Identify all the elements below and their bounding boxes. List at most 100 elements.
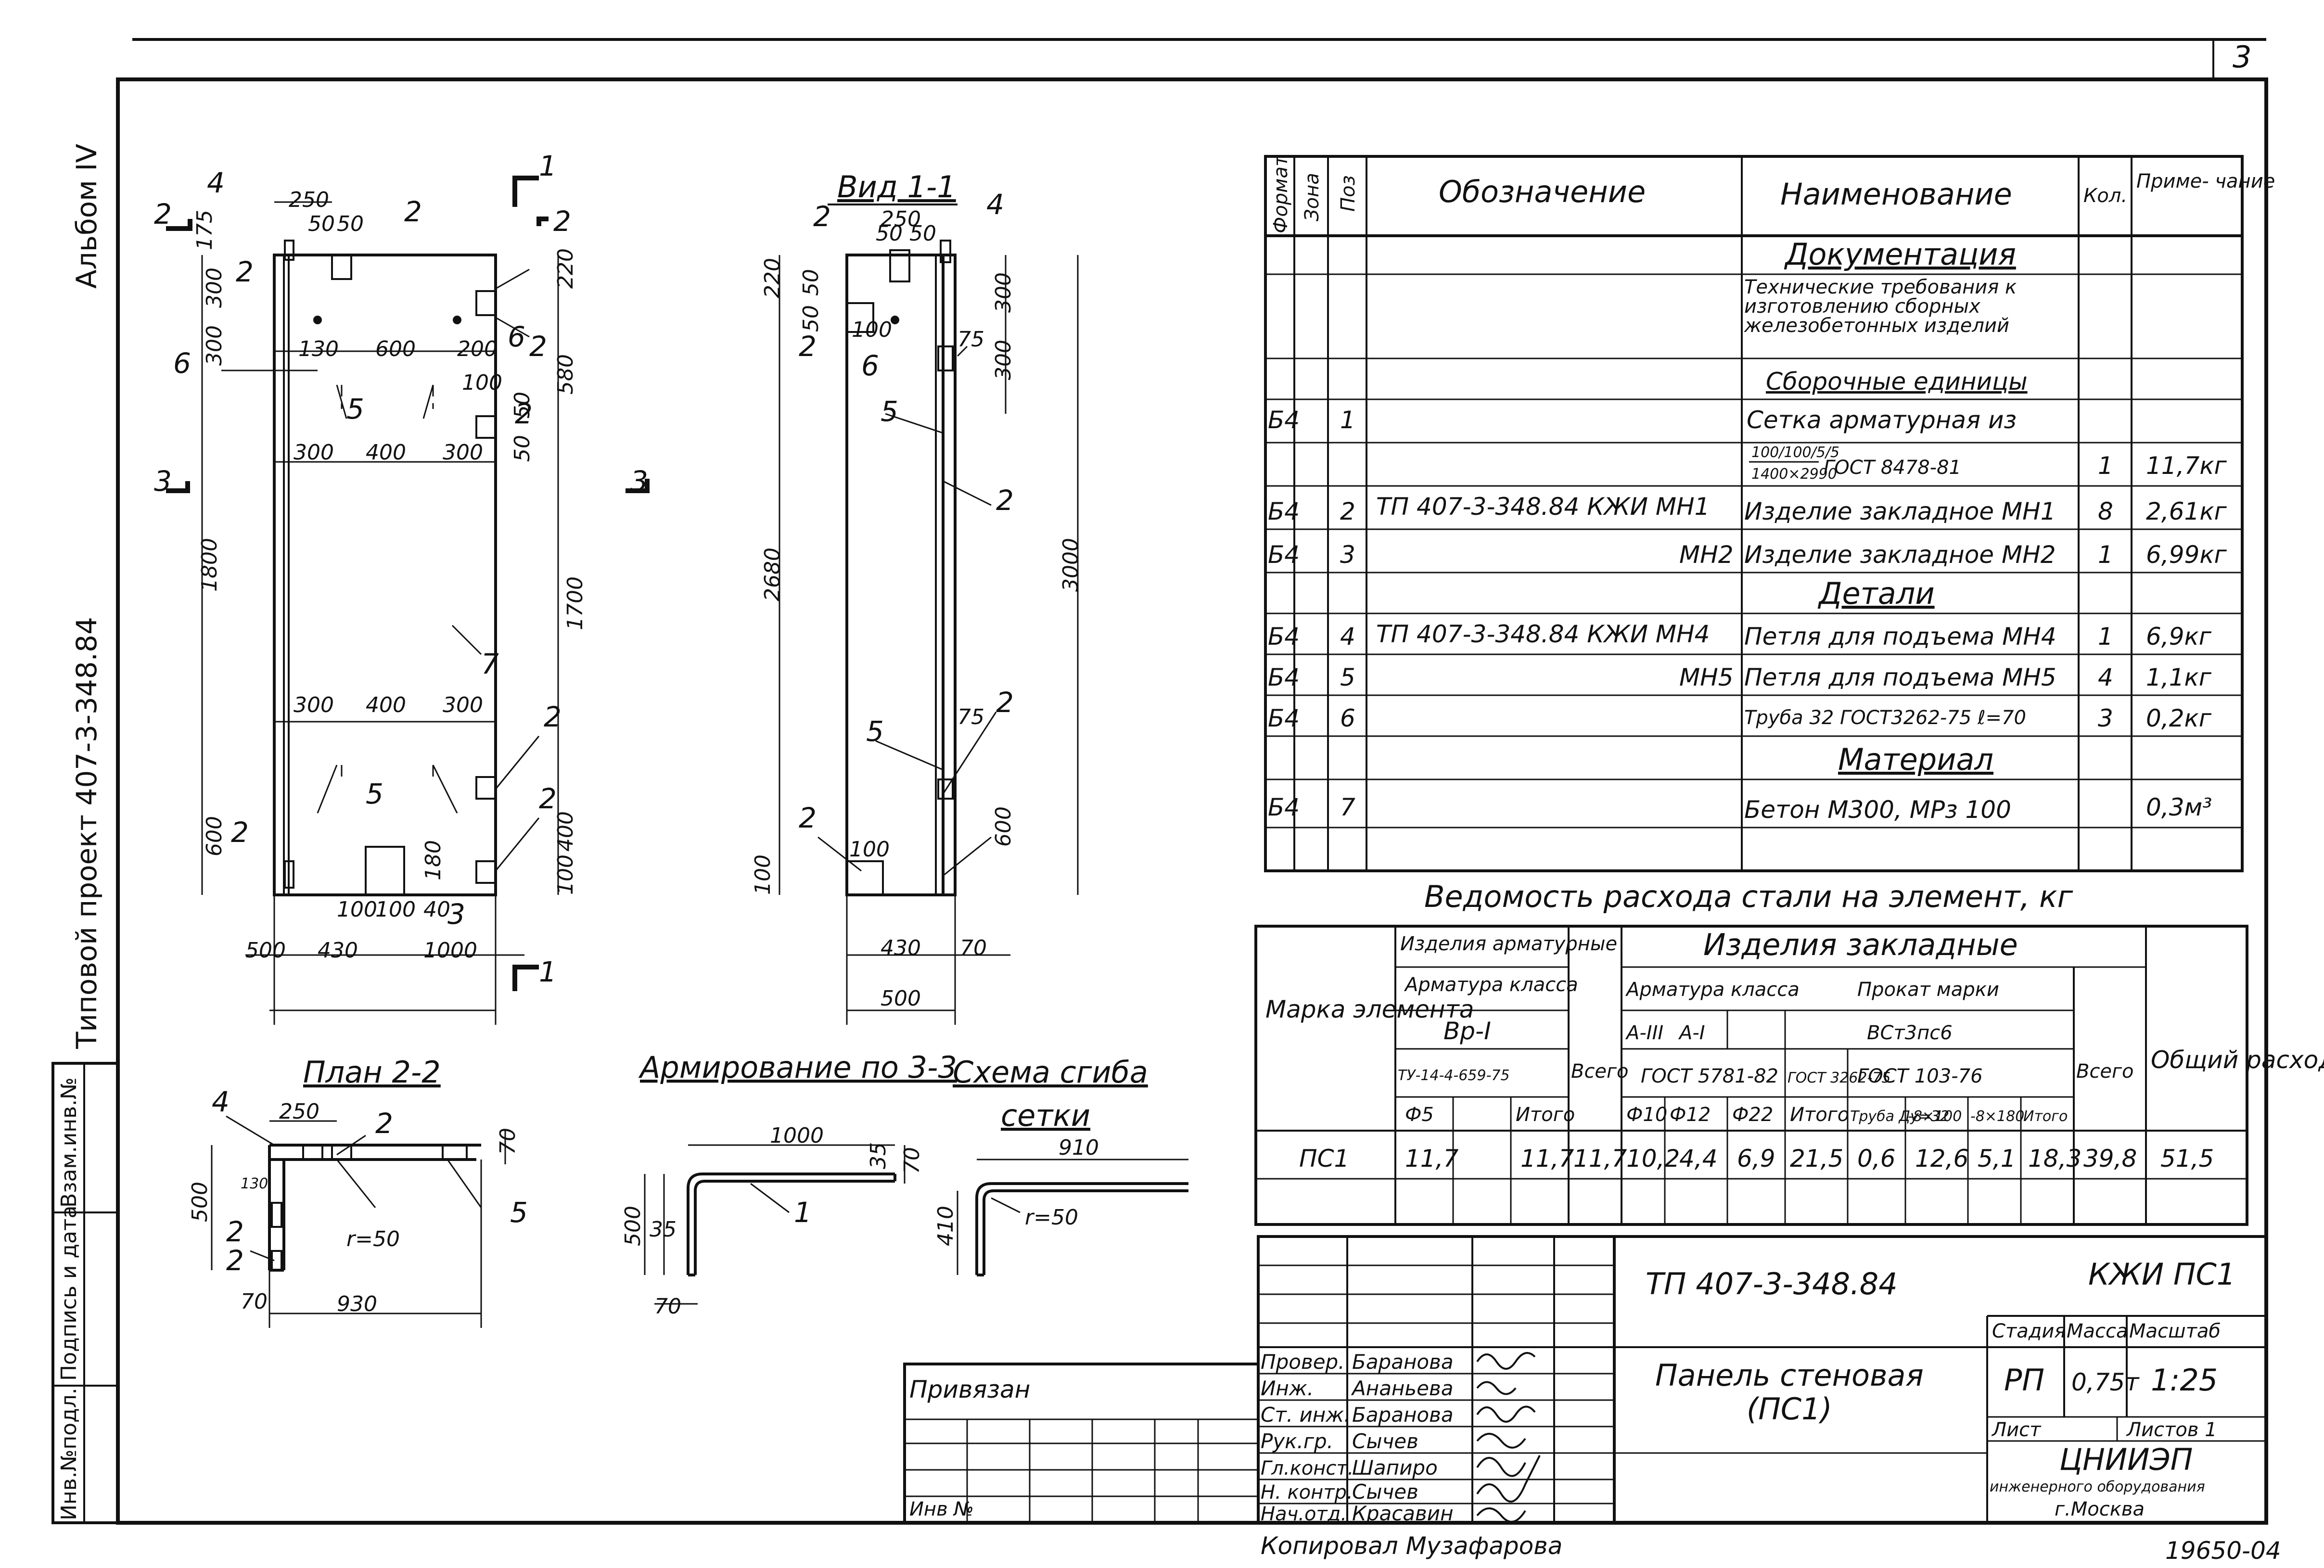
- dim-label: 50: [799, 305, 823, 332]
- dim-label: 300: [443, 440, 483, 465]
- tb-stage: РП: [2004, 1363, 2044, 1398]
- cut-mark-label: 1: [539, 150, 557, 182]
- spec-section-doc: Документация: [1784, 237, 2016, 272]
- dim-label: 50: [909, 221, 936, 246]
- dim-label: 600: [202, 816, 227, 856]
- pos-label: 6: [508, 320, 525, 353]
- steel-header-rebar-class: Арматура класса: [1404, 974, 1578, 996]
- steel-col-header: Труба Ду=32: [1850, 1108, 1949, 1125]
- pos-label: 3: [447, 898, 465, 931]
- steel-header-a1: А-I: [1678, 1022, 1705, 1044]
- spec-header-zone: Зона: [1301, 173, 1323, 221]
- spec-section-details: Детали: [1817, 576, 1935, 611]
- steel-cell: 5,1: [1978, 1145, 2016, 1173]
- stamp-sign-label: Подпись и дата: [57, 1206, 81, 1381]
- tb-person: Ананьева: [1351, 1377, 1453, 1400]
- dim-label: 35: [866, 1142, 891, 1169]
- dim-label: 1800: [197, 538, 222, 592]
- dim-label: 75: [958, 705, 984, 729]
- tb-org3: г.Москва: [2055, 1498, 2145, 1520]
- dim-label: 250: [289, 188, 329, 212]
- cut-mark-label: 3: [154, 465, 172, 497]
- dim-label: 70: [241, 1289, 268, 1314]
- spec-table: [1264, 155, 2244, 872]
- spec-cell-frac-top: 100/100/5/5: [1751, 444, 1839, 461]
- dim-label: 50: [337, 212, 364, 236]
- dim-label: 400: [366, 440, 406, 465]
- steel-cell: 4,4: [1679, 1145, 1718, 1173]
- spec-cell-name: Сетка арматурная из: [1747, 406, 2017, 434]
- stamp-replace-label: Взам.инв.№: [57, 1077, 81, 1208]
- steel-header-reinf: Изделия арматурные: [1400, 933, 1617, 955]
- spec-cell-des: ТП 407-3-348.84 КЖИ МН1: [1376, 493, 1710, 521]
- tb-role: Н. контр.: [1261, 1481, 1353, 1504]
- spec-cell-name: Бетон М300, МРз 100: [1744, 796, 2011, 824]
- dim-label: 220: [553, 248, 578, 289]
- dim-label: 430: [318, 938, 358, 963]
- pos-label: 2: [799, 802, 817, 834]
- side-stamp: Инв.№подл. Подпись и дата Взам.инв.№: [51, 1062, 119, 1524]
- bend-subtitle: сетки: [1001, 1098, 1090, 1133]
- steel-cell: 11,7: [1573, 1145, 1627, 1173]
- dim-label: 100: [751, 854, 775, 895]
- signature-scribbles: [1476, 1352, 1541, 1523]
- title-block-text: ТП 407-3-348.84 КЖИ ПС1 Панель стеновая …: [909, 1257, 2235, 1560]
- spec-cell-name: Петля для подъема МН4: [1744, 623, 2056, 650]
- pos-label: 6: [173, 347, 191, 380]
- spec-cell-des: МН2: [1679, 541, 1734, 569]
- spec-cell-name: Изделие закладное МН1: [1744, 497, 2056, 525]
- bend-scheme-view: Схема сгиба сетки: [953, 1055, 1188, 1276]
- dim-label: 1000: [423, 938, 477, 963]
- spec-cell-pos: 2: [1340, 497, 1355, 525]
- spec-cell-fmt: Б4: [1268, 406, 1300, 434]
- steel-cell: 0,6: [1857, 1145, 1896, 1173]
- pos-label: 2: [544, 701, 562, 733]
- spec-cell-pos: 5: [1340, 663, 1355, 691]
- steel-header-embed: Изделия закладные: [1703, 927, 2018, 962]
- spec-doc-line: железобетонных изделий: [1744, 315, 2009, 337]
- pos-label: 2: [404, 195, 422, 228]
- steel-cell: 21,5: [1790, 1145, 1843, 1173]
- spec-section-material: Материал: [1838, 742, 1993, 777]
- pos-label: 2: [539, 782, 557, 815]
- dim-label: 200: [457, 337, 498, 361]
- pos-label: 5: [866, 715, 884, 748]
- spec-cell-qty: 3: [2098, 704, 2113, 732]
- dim-label: 100: [553, 854, 578, 895]
- pos-label: 2: [375, 1107, 393, 1140]
- dim-label: 130: [298, 337, 339, 361]
- spec-cell-fmt: Б4: [1268, 497, 1300, 525]
- spec-cell-note: 0,2кг: [2146, 704, 2212, 732]
- dim-label: 300: [294, 693, 334, 717]
- steel-cell: 6,9: [1737, 1145, 1775, 1173]
- tb-role: Провер.: [1261, 1350, 1345, 1374]
- spec-header-qty: Кол.: [2083, 185, 2127, 207]
- tb-copied: Копировал Музафарова: [1261, 1532, 1562, 1560]
- spec-cell-fmt: Б4: [1268, 663, 1300, 691]
- spec-cell-qty: 1: [2098, 623, 2113, 650]
- steel-cell: 12,6: [1915, 1145, 1968, 1173]
- spec-cell-note: 11,7кг: [2146, 452, 2227, 480]
- spec-header-name: Наименование: [1780, 177, 2012, 212]
- spec-header-format: Формат: [1270, 154, 1292, 233]
- tb-scale: 1:25: [2151, 1363, 2218, 1398]
- pos-label: 6: [861, 349, 879, 382]
- dim-label: 70: [654, 1294, 681, 1319]
- tb-person: Баранова: [1352, 1350, 1454, 1374]
- spec-cell-note: 1,1кг: [2146, 663, 2212, 691]
- spec-cell-note: 6,99кг: [2146, 541, 2227, 569]
- spec-cell-name: Труба 32 ГОСТ3262-75 ℓ=70: [1744, 707, 2026, 729]
- steel-header-gost5781: ГОСТ 5781-82: [1641, 1065, 1778, 1087]
- tb-person: Шапиро: [1352, 1456, 1438, 1479]
- spec-table-text: Формат Зона Поз Обозначение Наименование…: [1268, 154, 2275, 824]
- dim-label: 220: [760, 258, 785, 298]
- steel-cell-mark: ПС1: [1299, 1145, 1349, 1173]
- dim-label: 50: [308, 212, 335, 236]
- front-view: [166, 176, 650, 1025]
- dim-label: 50: [510, 392, 535, 419]
- tb-stage-header: Стадия: [1992, 1320, 2066, 1342]
- tb-mark: КЖИ ПС1: [2088, 1257, 2235, 1292]
- dim-label: 300: [443, 693, 483, 717]
- dim-label: 910: [1059, 1135, 1099, 1160]
